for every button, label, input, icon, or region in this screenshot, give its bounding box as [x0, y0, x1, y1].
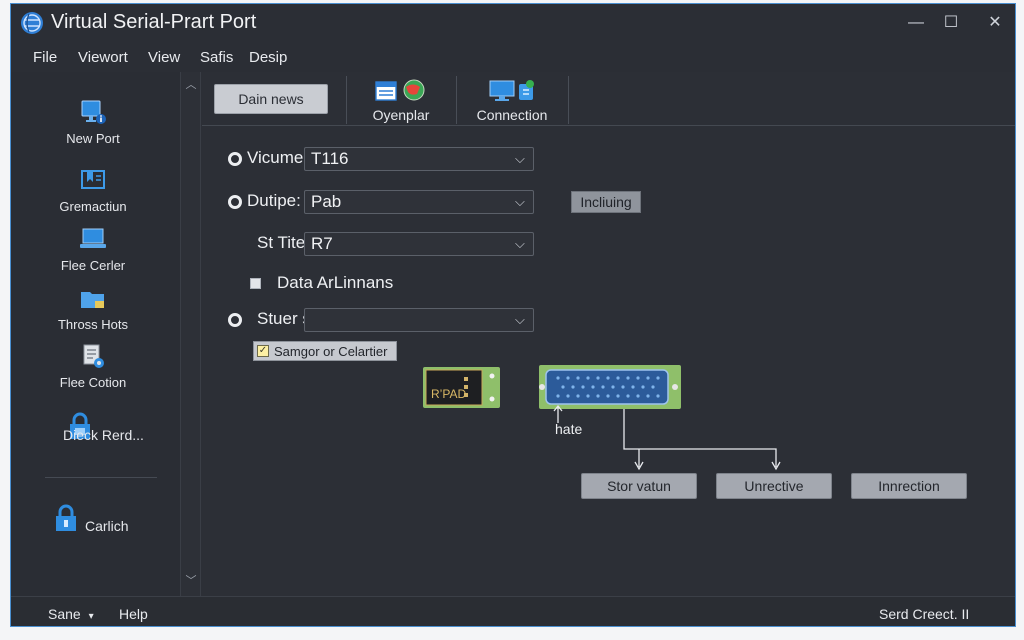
sidebar-item-flee-cotion[interactable]: Flee Cotion: [11, 342, 175, 398]
globe-app-icon: [21, 12, 43, 34]
lock-monitor-icon: [70, 412, 90, 439]
connection-diagram: R’PAD: [423, 365, 781, 471]
toolbar-divider: [202, 125, 1015, 126]
chevron-down-icon: ⌵: [515, 312, 525, 327]
sidebar-item-label: New Port: [66, 131, 120, 146]
sidebar-item-label: Gremactiun: [59, 199, 127, 214]
chevron-down-icon: ⌵: [515, 236, 525, 251]
menu-file[interactable]: File: [33, 49, 58, 66]
sidebar-item-label: Carlich: [85, 518, 129, 534]
select-value: Pab: [311, 192, 342, 211]
sidebar-item-label: Flee Cotion: [59, 375, 127, 390]
stor-vatun-button[interactable]: Stor vatun: [581, 473, 697, 499]
status-left-label: Sane: [48, 606, 81, 622]
bookmark-window-icon: [81, 170, 105, 189]
document-gear-icon: [83, 344, 104, 368]
radio-button[interactable]: [228, 195, 242, 209]
menu-bar: File Viewort View Safis Desip: [11, 42, 1015, 72]
status-sane-dropdown[interactable]: Sane ▾: [48, 606, 94, 622]
menu-desip[interactable]: Desip: [249, 49, 288, 66]
toolbar-separator: [568, 76, 569, 124]
maximize-button[interactable]: ☐: [943, 14, 959, 31]
menu-safis[interactable]: Safis: [200, 49, 234, 66]
vicume-select[interactable]: T116 ⌵: [304, 147, 534, 171]
stuer-scrier-select[interactable]: ⌵: [304, 308, 534, 332]
sidebar-divider: [45, 477, 157, 478]
status-bar: Sane ▾ Help Serd Creect. II: [11, 596, 1015, 626]
sidebar-item-thross-hots[interactable]: Thross Hots: [11, 284, 175, 340]
radio-button[interactable]: [228, 313, 242, 327]
close-button[interactable]: ✕: [988, 14, 1002, 31]
select-value: R7: [311, 234, 333, 253]
laptop-icon: [80, 228, 106, 248]
sidebar: New Port Gremactiun Flee Cerler Thross H…: [11, 72, 181, 596]
st-tite-select[interactable]: R7 ⌵: [304, 232, 534, 256]
sidebar-item-carlich[interactable]: Carlich: [11, 504, 175, 560]
arrow-down-icon: [771, 461, 781, 471]
chevron-down-icon: ▾: [88, 611, 94, 622]
folder-icon: [81, 292, 104, 308]
scroll-up-icon[interactable]: ︿: [185, 79, 197, 91]
db-connector[interactable]: [539, 365, 681, 409]
field-label: Vicume: [247, 148, 304, 167]
chevron-down-icon: ⌵: [515, 151, 525, 166]
field-row-dutipe: Dutipe: Pab ⌵: [202, 190, 542, 214]
field-row-st-tite: St Tite: R7 ⌵: [202, 232, 542, 256]
sidebar-scrollbar[interactable]: ︿ ﹀: [181, 72, 201, 596]
padlock-icon: [56, 504, 76, 531]
monitor-share-icon: [489, 80, 534, 101]
menu-view[interactable]: View: [148, 49, 181, 66]
app-window: Virtual Serial-Prart Port — ☐ ✕ File Vie…: [10, 3, 1016, 627]
checkmark-icon: ✓: [257, 345, 269, 357]
incliuing-button[interactable]: Incliuing: [571, 191, 641, 213]
dain-news-button[interactable]: Dain news: [214, 84, 328, 114]
tab-label: Connection: [476, 107, 548, 123]
connection-lines: [553, 404, 777, 467]
window-title: Virtual Serial-Prart Port: [51, 11, 257, 33]
toolbar: Dain news Oyenplar Conne: [202, 72, 1015, 126]
data-checkbox[interactable]: [250, 278, 261, 289]
help-link[interactable]: Help: [119, 606, 148, 622]
innrection-button[interactable]: Innrection: [851, 473, 967, 499]
tab-oyenplar[interactable]: Oyenplar: [346, 76, 456, 126]
chevron-down-icon: ⌵: [515, 194, 525, 209]
samgor-checkbox[interactable]: ✓ Samgor or Celartier: [253, 341, 397, 361]
serial-chip-board[interactable]: [423, 367, 500, 408]
arrow-down-icon: [634, 461, 644, 471]
sidebar-item-flee-cerler[interactable]: Flee Cerler: [11, 225, 175, 281]
title-bar: Virtual Serial-Prart Port — ☐ ✕: [11, 4, 1015, 42]
unrective-button[interactable]: Unrectivе: [716, 473, 832, 499]
hint-label: hate: [555, 421, 583, 437]
main-panel: Vicume T116 ⌵ Dutipe: Pab ⌵ Incliuing St…: [202, 126, 1015, 596]
scroll-down-icon[interactable]: ﹀: [185, 575, 197, 587]
checkbox-label: Samgor or Celartier: [274, 344, 388, 359]
monitor-info-icon: [81, 100, 106, 124]
minimize-button[interactable]: —: [908, 14, 924, 31]
field-label: St Tite:: [257, 233, 310, 252]
chip-text: R’PAD: [431, 387, 466, 401]
sidebar-item-label: Dieck Rerd...: [63, 427, 144, 443]
status-connection-text: Serd Creect. II: [879, 606, 970, 622]
sidebar-item-new-port[interactable]: New Port: [11, 98, 175, 154]
checkbox-label: Data ArLinnans: [277, 273, 394, 292]
sidebar-item-dieck-rerd[interactable]: Dieck Rerd...: [11, 412, 175, 468]
field-row-stuer-scrier: Stuer scrier ⌵: [202, 308, 542, 332]
tab-label: Oyenplar: [372, 107, 430, 123]
toolbar-separator: [346, 76, 347, 124]
field-label: Dutipe:: [247, 191, 301, 210]
sidebar-item-gremactiun[interactable]: Gremactiun: [11, 166, 175, 222]
sidebar-item-label: Flee Cerler: [60, 258, 126, 273]
tab-connection[interactable]: Connection: [457, 76, 567, 126]
select-value: T116: [311, 149, 349, 168]
radio-button[interactable]: [228, 152, 242, 166]
field-row-data: Data ArLinnans: [202, 272, 542, 296]
sidebar-item-label: Thross Hots: [57, 317, 129, 332]
dutipe-select[interactable]: Pab ⌵: [304, 190, 534, 214]
toolbar-separator: [456, 76, 457, 124]
field-row-vicume: Vicume T116 ⌵: [202, 147, 542, 171]
menu-viewort[interactable]: Viewort: [78, 49, 128, 66]
calendar-globe-icon: [375, 79, 425, 101]
